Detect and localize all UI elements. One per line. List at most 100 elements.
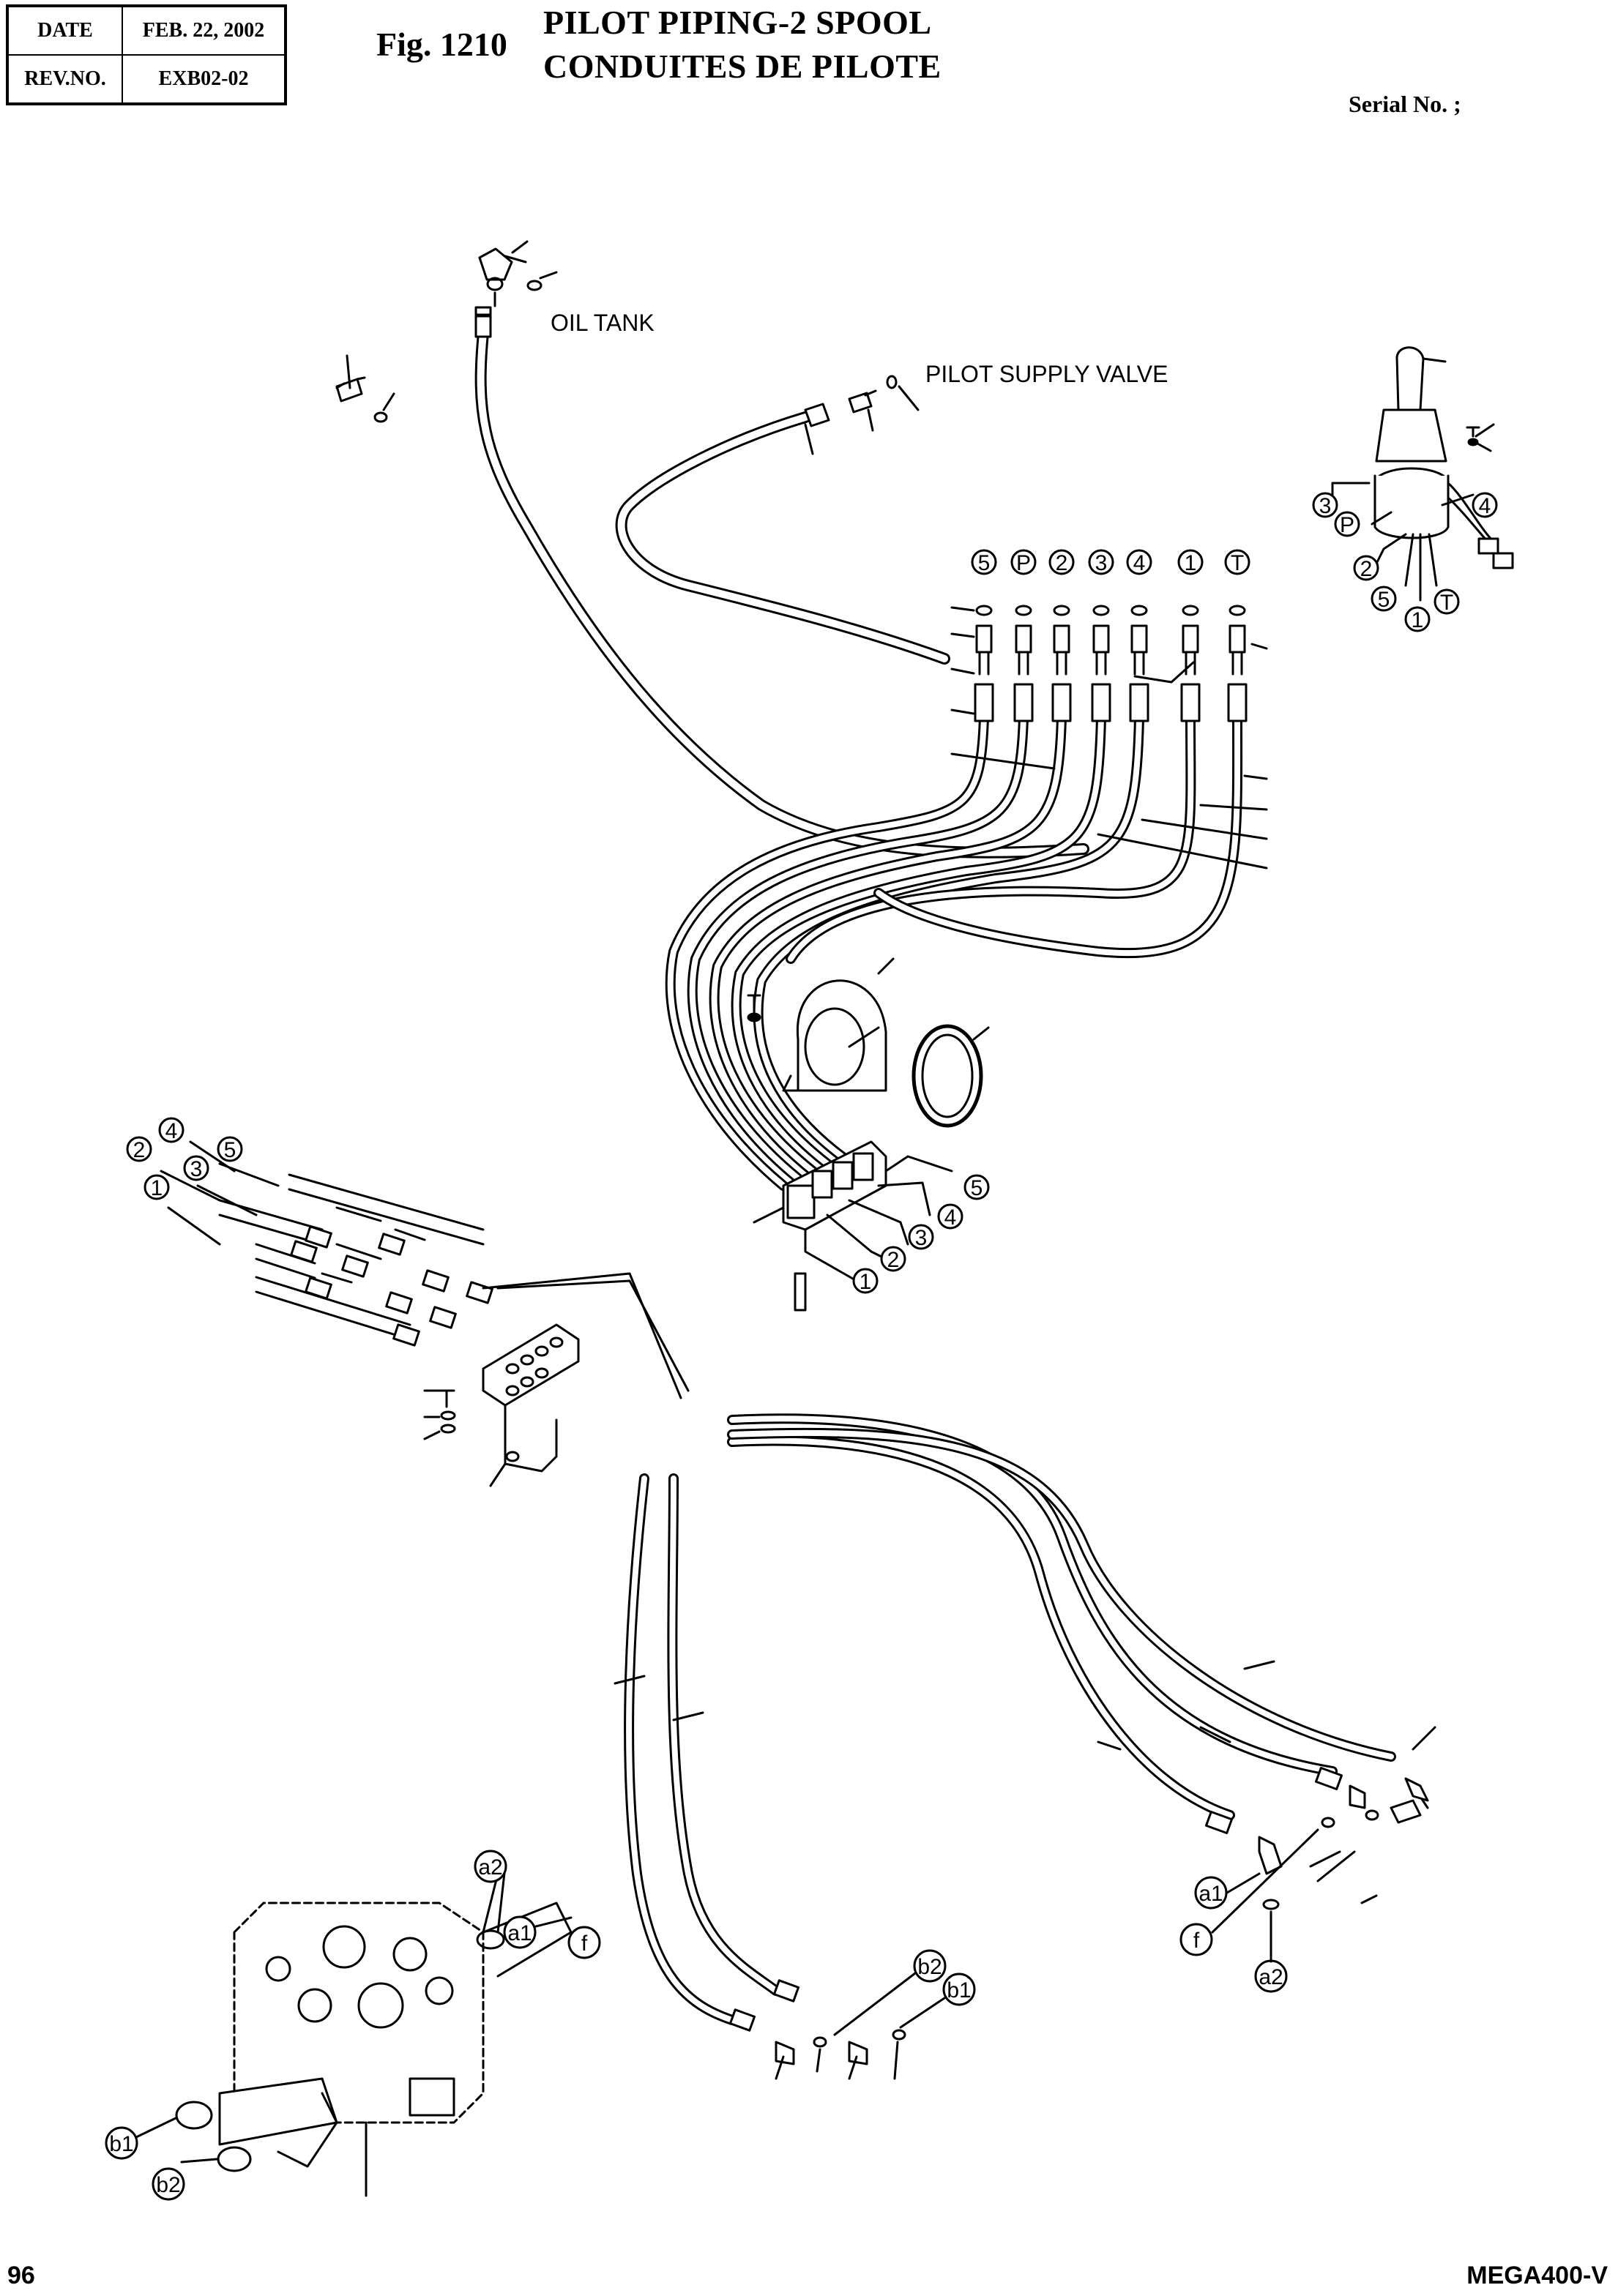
callout-bubble: T [1434,588,1460,615]
svg-text:1: 1 [1185,551,1197,575]
svg-text:4: 4 [1133,551,1146,575]
joystick-assembly [1331,346,1514,602]
callout-bubble: f [567,1926,601,1959]
pilot-supply-valve-label: PILOT SUPPLY VALVE [925,361,1168,387]
svg-text:b1: b1 [947,1978,971,2003]
svg-text:b2: b2 [156,2173,180,2197]
mounting-plate [423,1323,580,1487]
svg-text:1: 1 [1412,608,1424,632]
svg-text:5: 5 [1378,588,1390,612]
svg-text:3: 3 [1095,551,1108,575]
callout-bubble: 2 [880,1246,906,1272]
manifold-callouts: 5 4 3 2 1 [852,1174,990,1294]
callout-bubble: 3 [908,1224,934,1250]
control-valve [135,1865,573,2197]
lower-mid-callouts: b2 b1 [913,1949,976,2006]
callout-bubble: 1 [1177,549,1204,575]
callout-bubble: 1 [1404,606,1431,632]
left-hose-callouts: 4 5 2 3 1 [126,1117,243,1200]
hose-end-fittings [950,605,1268,870]
svg-text:2: 2 [887,1248,900,1272]
svg-text:3: 3 [190,1157,203,1181]
svg-text:5: 5 [224,1138,236,1162]
svg-text:P: P [1016,551,1031,575]
callout-bubble: 1 [852,1268,879,1294]
title-english: PILOT PIPING-2 SPOOL [543,4,932,41]
svg-text:2: 2 [1360,557,1373,581]
svg-text:f: f [581,1932,588,1956]
title-french: CONDUITES DE PILOTE [543,48,942,85]
svg-text:3: 3 [915,1226,928,1250]
fitting-top-left [335,354,395,423]
valve-port-callouts: a2 a1 f b1 b2 [105,1850,601,2201]
svg-text:T: T [1440,591,1453,615]
callout-bubble: a1 [503,1915,537,1949]
lower-right-fittings [1204,1766,1429,1910]
callout-bubble: 2 [126,1136,152,1162]
hose-row-callouts: 5 P 2 3 4 1 T [971,549,1250,575]
manifold-block [753,1140,953,1312]
pilot-supply-line [615,375,950,665]
callout-bubble: 2 [1353,555,1379,581]
callout-bubble: f [1179,1923,1213,1956]
callout-bubble: b2 [152,2167,185,2201]
rev-label: REV.NO. [7,54,123,105]
svg-text:4: 4 [1479,494,1491,518]
date-label: DATE [7,5,123,56]
callout-bubble: P [1010,549,1037,575]
callout-bubble: 3 [183,1155,209,1181]
svg-text:4: 4 [165,1119,178,1143]
callout-bubble: b2 [913,1949,947,1983]
callout-bubble: 4 [158,1117,184,1143]
svg-text:4: 4 [944,1205,957,1230]
callout-bubble: 2 [1048,549,1075,575]
callout-bubble: a1 [1194,1876,1228,1910]
callout-bubble: P [1334,511,1360,537]
revision-table: DATE FEB. 22, 2002 REV.NO. EXB02-02 [6,4,287,105]
callout-bubble: 4 [1472,492,1498,518]
svg-text:3: 3 [1319,494,1332,518]
callout-bubble: 5 [1371,586,1397,612]
callout-bubble: 4 [1126,549,1152,575]
clamp-bracket [747,957,990,1128]
joystick-callouts: 3 P 2 5 1 T 4 [1312,492,1498,632]
svg-text:1: 1 [860,1270,872,1294]
callout-bubble: a2 [474,1850,507,1883]
svg-text:1: 1 [151,1176,163,1200]
callout-bubble: 5 [217,1136,243,1162]
figure-number: Fig. 1210 [376,26,507,63]
callout-bubble: b1 [942,1972,976,2006]
date-row: DATE FEB. 22, 2002 [7,5,286,56]
svg-text:b1: b1 [109,2132,133,2156]
oil-tank-label: OIL TANK [551,310,655,336]
svg-text:b2: b2 [917,1955,942,1979]
svg-text:a1: a1 [1198,1882,1223,1906]
rev-value: EXB02-02 [122,54,286,105]
rev-row: REV.NO. EXB02-02 [7,54,286,105]
callout-bubble: 1 [143,1174,170,1200]
svg-text:a2: a2 [1259,1965,1283,1989]
right-hoses [614,1413,1436,2025]
svg-text:2: 2 [1056,551,1068,575]
callout-bubble: 3 [1312,492,1338,518]
svg-text:f: f [1193,1929,1200,1953]
callout-bubble: 5 [971,549,997,575]
svg-text:a1: a1 [507,1921,532,1945]
svg-text:P: P [1340,513,1354,537]
svg-text:2: 2 [133,1138,146,1162]
model-name: MEGA400-V [1466,2262,1608,2289]
callout-bubble: a2 [1254,1959,1288,1993]
callout-bubble: b1 [105,2126,138,2160]
oil-tank-line [474,240,1089,859]
svg-text:T: T [1231,551,1244,575]
date-value: FEB. 22, 2002 [122,5,286,56]
callout-bubble: T [1224,549,1250,575]
callout-bubble: 3 [1088,549,1114,575]
page-number: 96 [7,2262,35,2289]
callout-bubble: 5 [963,1174,990,1200]
callout-bubble: 4 [937,1203,963,1230]
hose-bundle [665,712,1243,1191]
lower-mid-fittings [728,1979,906,2065]
svg-text:5: 5 [978,551,991,575]
